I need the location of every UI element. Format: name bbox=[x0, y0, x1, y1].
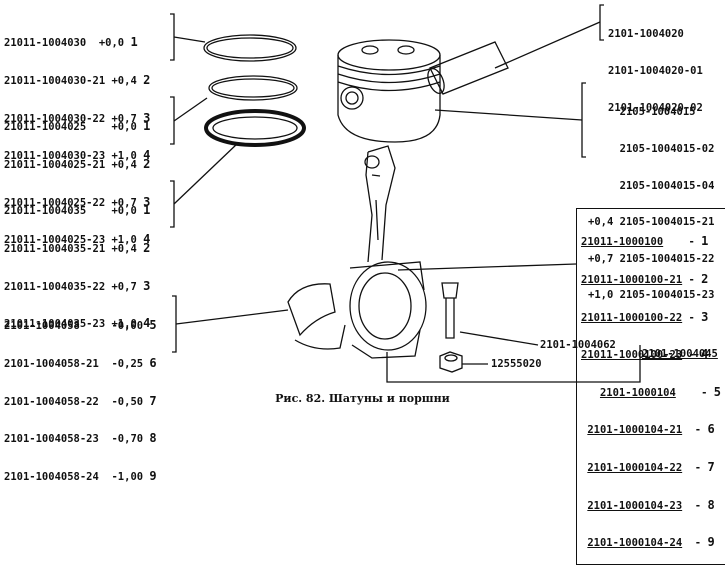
bracket-compression-rings bbox=[170, 13, 175, 61]
conrod-code: 2101-1004045 bbox=[642, 348, 718, 360]
list-item: +0,7 2105-1004015-22 bbox=[588, 252, 715, 265]
bolt-code: 2101-1004062 bbox=[540, 339, 616, 351]
bracket-oil-rings bbox=[170, 180, 175, 228]
list-item: 21011-1004035-23 +1,0 4 bbox=[4, 316, 151, 331]
list-item: 21011-1004025-22 +0,7 3 bbox=[4, 194, 151, 209]
leader-pistons bbox=[434, 109, 583, 121]
list-item: 21011-1000100 - 1 bbox=[581, 234, 709, 249]
list-item: 2101-1000104-23 - 8 bbox=[587, 497, 715, 512]
oil-rings-table: 21011-1004035 +0,0 1 21011-1004035-21 +0… bbox=[4, 180, 150, 343]
pistons-table: 2105-1004015 2105-1004015-02 2105-100401… bbox=[588, 82, 714, 314]
list-item: +0,4 2105-1004015-21 bbox=[588, 216, 715, 229]
list-item: 2101-1000104-22 - 7 bbox=[587, 460, 715, 475]
leader-bolt bbox=[459, 331, 539, 346]
list-item: 2101-1004020-02 bbox=[608, 101, 703, 114]
list-item: 21011-1004035-22 +0,7 3 bbox=[4, 278, 151, 293]
list-item: 21011-1004030-23 +1,0 4 bbox=[4, 148, 151, 163]
compression-rings-table: 21011-1004030 +0,0 1 21011-1004030-21 +0… bbox=[4, 12, 150, 175]
list-item: 21011-1000100-22 - 3 bbox=[581, 309, 709, 324]
list-item: +1,0 2105-1004015-23 bbox=[588, 289, 715, 302]
conrod-assemblies-table: 21011-1000100 - 1 21011-1000100-21 - 2 2… bbox=[576, 208, 725, 565]
figure-caption: Рис. 82. Шатуны и поршни bbox=[275, 392, 450, 405]
leader-conrod-assemblies bbox=[397, 263, 577, 271]
bracket-pistons bbox=[581, 82, 586, 158]
bracket-second-rings bbox=[170, 96, 175, 145]
list-item: 21011-1004035 +0,0 1 bbox=[4, 203, 151, 218]
list-item: 21011-1004030-22 +0,7 3 bbox=[4, 110, 151, 125]
bracket-bearings bbox=[172, 295, 177, 353]
list-item: 21011-1004025-21 +0,4 2 bbox=[4, 157, 151, 172]
list-item: 2101-1004020-01 bbox=[608, 65, 703, 78]
piston-pin-codes: 2101-1004020 2101-1004020-01 2101-100402… bbox=[608, 4, 703, 126]
list-item: 21011-1000100-23 - 4 bbox=[581, 347, 709, 362]
bracket-piston-pin bbox=[599, 4, 604, 41]
nut-code: 12555020 bbox=[491, 358, 542, 370]
list-item: 2101-1000104 - 5 bbox=[599, 384, 721, 399]
leader-piston-pin bbox=[494, 21, 601, 69]
leader-compression-rings bbox=[173, 36, 206, 43]
list-item: 21011-1004035-21 +0,4 2 bbox=[4, 241, 151, 256]
list-item: 2101-1004058-23 -0,70 8 bbox=[4, 431, 157, 446]
list-item: 2101-1004058-24 -1,00 9 bbox=[4, 468, 157, 483]
list-item: 2101-1000104-21 - 6 bbox=[587, 422, 715, 437]
list-item: 21011-1004025-23 +1,0 4 bbox=[4, 232, 151, 247]
list-item: 2101-1004058 -0,00 5 bbox=[4, 318, 157, 333]
list-item: 2105-1004015 bbox=[619, 106, 696, 119]
leader-oil-rings bbox=[173, 142, 239, 205]
list-item: 2101-1000104-24 - 9 bbox=[587, 535, 715, 550]
parts-drawing bbox=[170, 4, 641, 383]
list-item: 2101-1004058-22 -0,50 7 bbox=[4, 393, 157, 408]
leader-bearings bbox=[175, 309, 289, 325]
list-item: 21011-1004030-21 +0,4 2 bbox=[4, 73, 151, 88]
list-item: 21011-1000100-21 - 2 bbox=[581, 272, 709, 287]
list-item: 21011-1004030 +0,0 1 bbox=[4, 35, 138, 50]
leader-conrod bbox=[386, 345, 641, 383]
list-item: 21011-1004025 +0,0 1 bbox=[4, 119, 151, 134]
second-rings-table: 21011-1004025 +0,0 1 21011-1004025-21 +0… bbox=[4, 96, 150, 259]
leader-second-rings bbox=[173, 97, 208, 122]
list-item: 2101-1004058-21 -0,25 6 bbox=[4, 356, 157, 371]
list-item: 2105-1004015-04 bbox=[619, 179, 715, 192]
list-item: 2101-1004020 bbox=[608, 28, 684, 41]
list-item: 2105-1004015-02 bbox=[619, 143, 715, 156]
